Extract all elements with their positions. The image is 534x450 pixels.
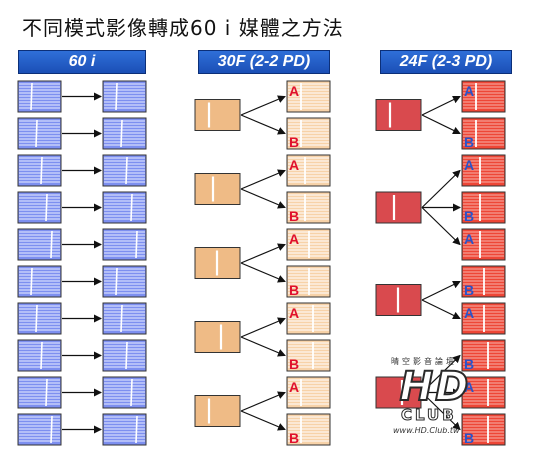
arrow	[240, 410, 286, 431]
field-label-b: B	[289, 208, 299, 224]
motion-bar	[45, 193, 48, 222]
field-label-b: B	[289, 356, 299, 372]
column-header-30f: 30F (2-2 PD)	[198, 50, 330, 74]
arrow	[240, 262, 286, 283]
motion-bar	[115, 267, 118, 296]
field-label-a: A	[289, 231, 299, 247]
motion-bar	[135, 230, 138, 259]
col-24f-source-frame	[375, 191, 422, 224]
motion-bar	[115, 82, 118, 111]
col-30f-source-frame	[194, 395, 241, 427]
arrow	[240, 336, 286, 357]
arrow	[421, 169, 461, 208]
arrow	[421, 207, 461, 246]
motion-bar	[45, 378, 48, 407]
field-label-a: A	[289, 157, 299, 173]
arrow	[240, 95, 286, 116]
field-label-a: A	[464, 305, 474, 321]
field-label-b: B	[289, 282, 299, 298]
watermark-logo: 晴空影音論壇 HD CLUB www.HD.Club.tw	[385, 356, 485, 438]
motion-bar	[50, 230, 53, 259]
motion-bar	[130, 193, 133, 222]
arrow	[240, 188, 286, 209]
field-label-b: B	[289, 430, 299, 446]
col-24f-source-frame	[375, 99, 422, 131]
field-label-b: B	[464, 208, 474, 224]
motion-bar	[30, 267, 33, 296]
field-label-a: A	[289, 379, 299, 395]
field-label-a: A	[464, 231, 474, 247]
field-label-a: A	[464, 157, 474, 173]
motion-bar	[120, 119, 123, 148]
field-label-a: A	[289, 305, 299, 321]
arrow	[421, 299, 461, 320]
field-label-a: A	[464, 83, 474, 99]
field-label-b: B	[289, 134, 299, 150]
field-label-b: B	[464, 430, 474, 446]
watermark-url: www.HD.Club.tw	[393, 426, 460, 435]
arrow	[421, 392, 461, 431]
motion-bar	[125, 341, 128, 370]
field-label-a: A	[464, 379, 474, 395]
field-label-b: B	[464, 282, 474, 298]
arrow	[421, 95, 461, 116]
watermark-top-text: 晴空影音論壇	[391, 357, 457, 366]
field-label-a: A	[289, 83, 299, 99]
col-24f-source-frame	[375, 376, 422, 409]
motion-bar	[30, 82, 33, 111]
column-header-24f: 24F (2-3 PD)	[380, 50, 512, 74]
motion-bar	[35, 119, 38, 148]
col-30f-source-frame	[194, 321, 241, 353]
arrow	[240, 317, 286, 338]
motion-bar	[120, 304, 123, 333]
field-label-b: B	[464, 356, 474, 372]
arrow	[240, 243, 286, 264]
motion-bar	[135, 415, 138, 444]
watermark-logo-mark: HD	[399, 364, 471, 410]
motion-bar	[40, 341, 43, 370]
arrow	[240, 169, 286, 190]
motion-bar	[40, 156, 43, 185]
motion-bar	[50, 415, 53, 444]
arrow	[240, 391, 286, 412]
page-title: 不同模式影像轉成60 i 媒體之方法	[22, 16, 344, 40]
motion-bar	[130, 378, 133, 407]
col-30f-source-frame	[194, 173, 241, 205]
arrow	[421, 114, 461, 135]
motion-bar	[125, 156, 128, 185]
field-label-b: B	[464, 134, 474, 150]
watermark-sub-text: CLUB	[401, 406, 457, 425]
motion-bar	[35, 304, 38, 333]
col-30f-source-frame	[194, 99, 241, 131]
column-header-60i: 60 i	[18, 50, 146, 74]
arrow	[421, 280, 461, 301]
arrow	[421, 354, 461, 393]
arrow	[240, 114, 286, 135]
